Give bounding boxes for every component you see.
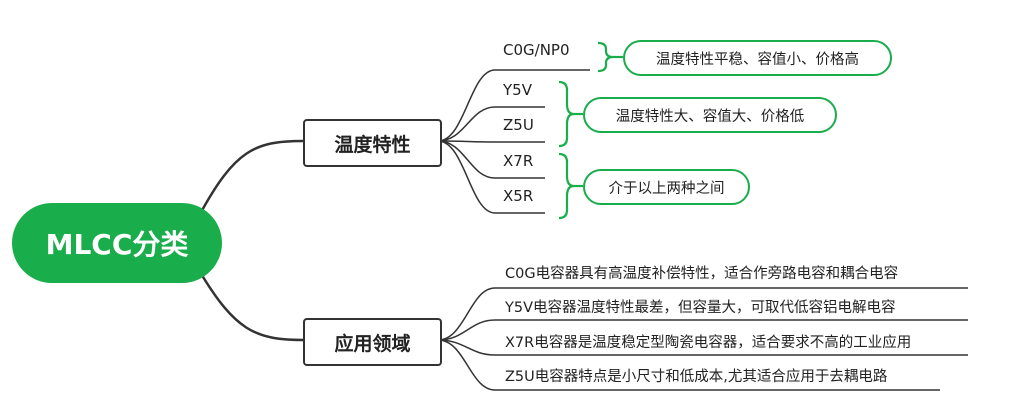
leaf-y5v: Y5V bbox=[503, 81, 532, 99]
leaf-x5r: X5R bbox=[503, 187, 534, 205]
leaf-z5u: Z5U bbox=[503, 116, 534, 134]
app-y5v: Y5V电容器温度特性最差，但容量大，可取代低容铝电解电容 bbox=[505, 300, 896, 316]
note-between: 介于以上两种之间 bbox=[583, 169, 750, 205]
root-label: MLCC分类 bbox=[45, 228, 189, 261]
note-large: 温度特性大、容值大、价格低 bbox=[583, 97, 837, 133]
leaf-c0g: C0G/NP0 bbox=[503, 41, 570, 59]
app-z5u: Z5U电容器特点是小尺寸和低成本,尤其适合应用于去耦电路 bbox=[505, 369, 888, 385]
note-stable: 温度特性平稳、容值小、价格高 bbox=[623, 40, 892, 76]
app-x7r: X7R电容器是温度稳定型陶瓷电容器，适合要求不高的工业应用 bbox=[505, 335, 912, 351]
branch-application-label: 应用领域 bbox=[334, 332, 411, 355]
root-node: MLCC分类 bbox=[12, 203, 222, 283]
branch-temperature: 温度特性 bbox=[303, 119, 442, 167]
branch-application: 应用领域 bbox=[303, 318, 442, 366]
app-c0g: C0G电容器具有高温度补偿特性，适合作旁路电容和耦合电容 bbox=[505, 266, 899, 282]
leaf-x7r: X7R bbox=[503, 152, 534, 170]
branch-temperature-label: 温度特性 bbox=[334, 133, 411, 156]
